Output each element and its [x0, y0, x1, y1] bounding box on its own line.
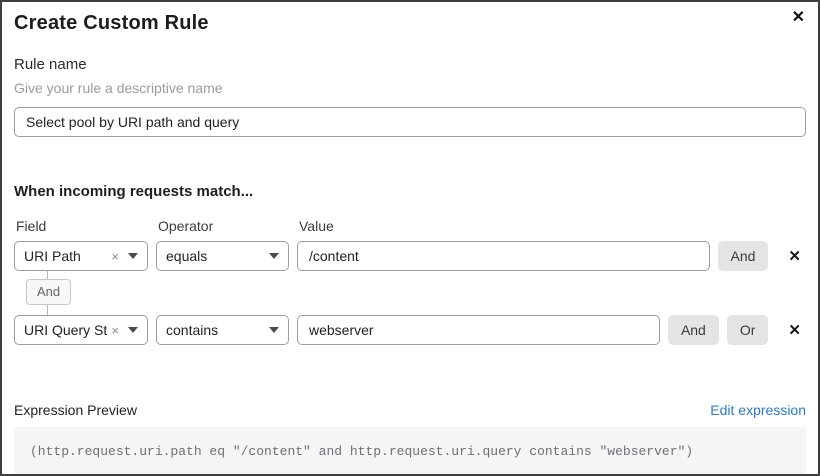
operator-select-value: equals	[166, 248, 208, 264]
field-select[interactable]: URI Query St... ×	[14, 315, 148, 345]
dialog-title: Create Custom Rule	[14, 12, 209, 34]
rule-name-hint: Give your rule a descriptive name	[14, 80, 223, 96]
close-icon[interactable]: ✕	[791, 9, 805, 26]
edit-expression-link[interactable]: Edit expression	[710, 402, 806, 418]
add-and-condition-button[interactable]: And	[667, 315, 719, 345]
chevron-down-icon	[128, 253, 138, 259]
condition-connector: And	[14, 271, 806, 315]
value-column-label: Value	[299, 218, 334, 234]
column-labels: Field Operator Value	[14, 218, 806, 234]
add-or-condition-button[interactable]: Or	[726, 315, 769, 345]
rule-name-input[interactable]	[14, 107, 806, 137]
rule-name-label: Rule name	[14, 56, 87, 73]
add-and-condition-button[interactable]: And	[717, 241, 769, 271]
operator-select[interactable]: equals	[156, 241, 289, 271]
operator-select[interactable]: contains	[156, 315, 289, 345]
operator-column-label: Operator	[158, 218, 214, 234]
value-input[interactable]	[297, 241, 710, 271]
field-select[interactable]: URI Path ×	[14, 241, 148, 271]
expression-code: (http.request.uri.path eq "/content" and…	[14, 427, 806, 474]
chevron-down-icon	[128, 327, 138, 333]
match-row: URI Query St... × contains And Or ✕	[14, 315, 806, 345]
match-section-heading: When incoming requests match...	[14, 183, 254, 200]
delete-row-icon[interactable]: ✕	[788, 322, 801, 339]
connector-and-badge: And	[26, 279, 72, 305]
operator-select-value: contains	[166, 322, 219, 338]
expression-preview-label: Expression Preview	[14, 402, 137, 418]
delete-row-icon[interactable]: ✕	[788, 248, 801, 265]
value-input[interactable]	[297, 315, 660, 345]
clear-selection-icon[interactable]: ×	[111, 322, 119, 338]
chevron-down-icon	[269, 327, 279, 333]
match-row: URI Path × equals And ✕	[14, 241, 806, 271]
chevron-down-icon	[269, 253, 279, 259]
field-select-value: URI Path	[24, 248, 81, 264]
field-column-label: Field	[16, 218, 47, 234]
clear-selection-icon[interactable]: ×	[111, 248, 119, 264]
field-select-value: URI Query St...	[24, 322, 108, 338]
expression-preview-header: Expression Preview Edit expression	[14, 402, 806, 418]
